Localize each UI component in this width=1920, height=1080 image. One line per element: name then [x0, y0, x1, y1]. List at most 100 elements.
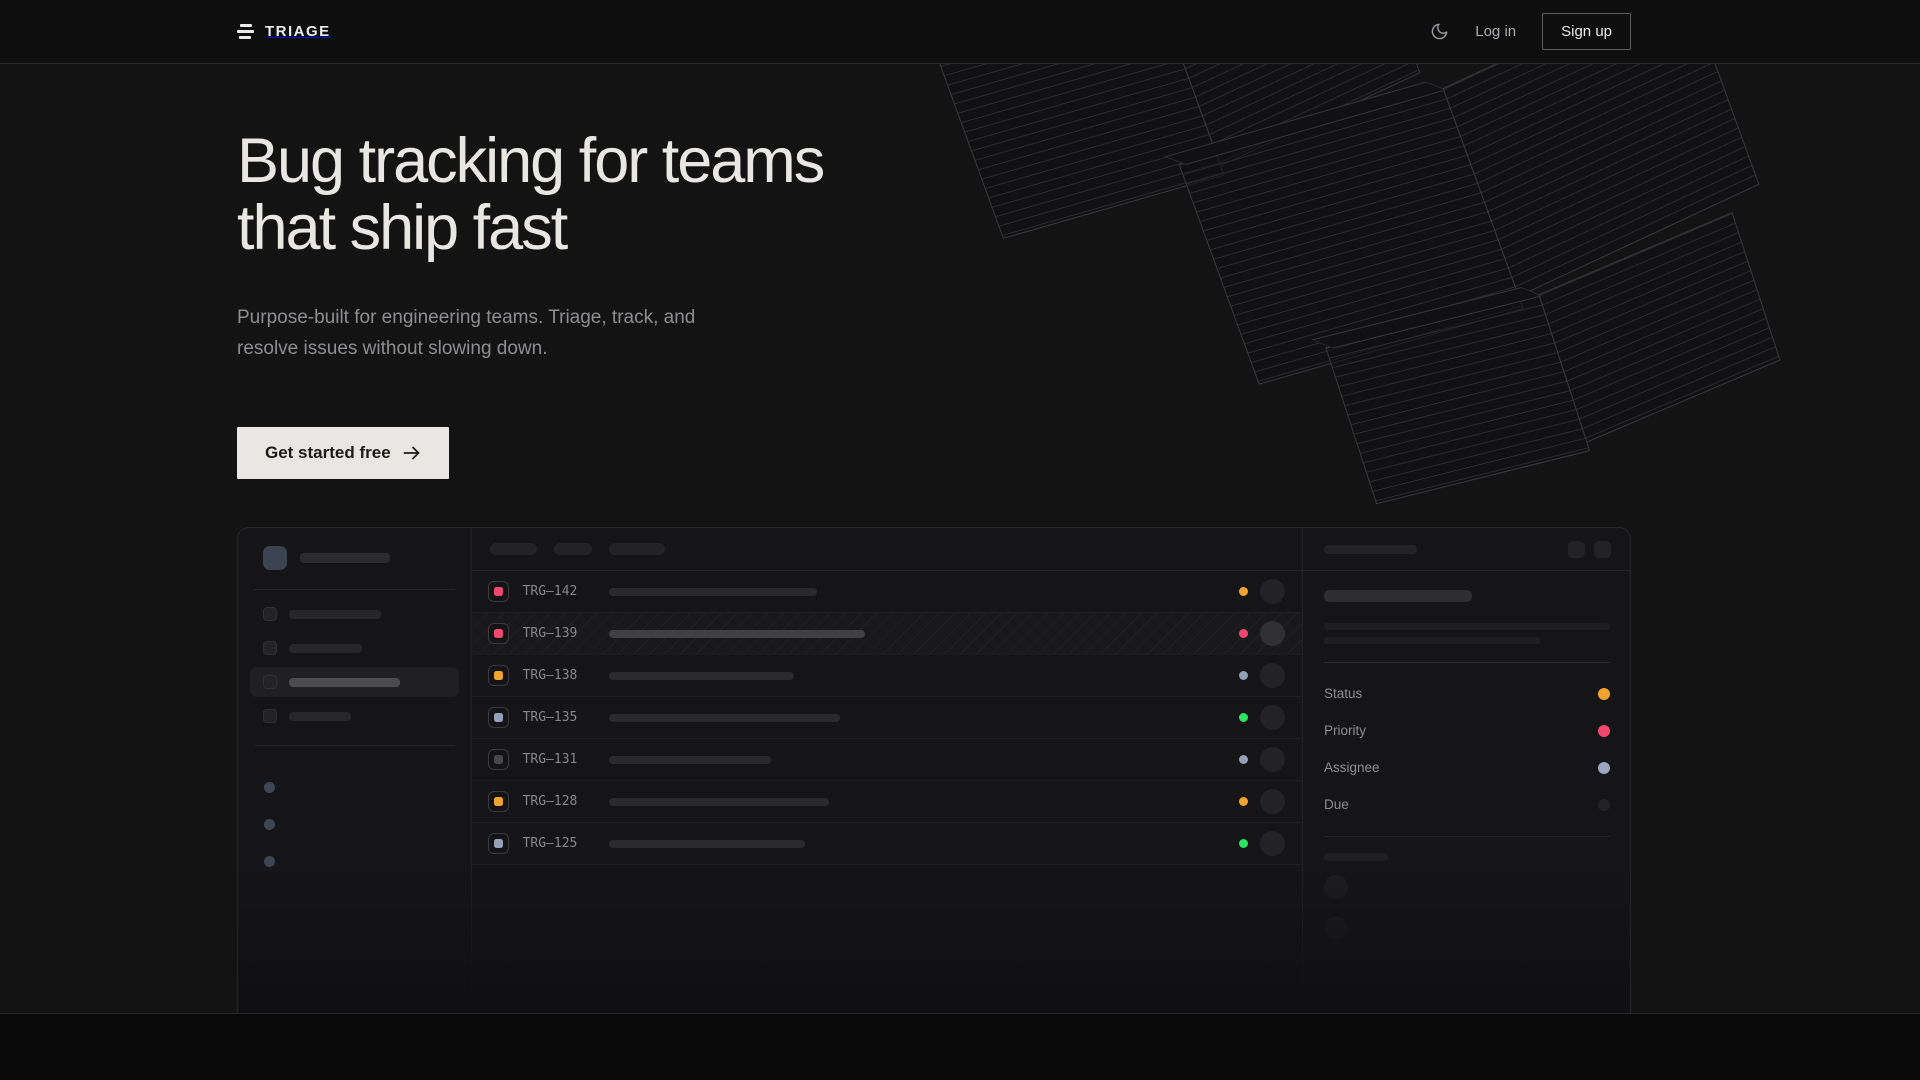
triage-logo-icon — [237, 24, 255, 39]
property-label: Due — [1324, 797, 1349, 812]
status-dot — [1239, 671, 1248, 680]
detail-avatar-list — [1324, 875, 1610, 940]
property-label: Assignee — [1324, 760, 1380, 775]
status-dot — [1239, 713, 1248, 722]
issue-id: TRG–128 — [522, 794, 578, 809]
property-label: Status — [1324, 686, 1363, 701]
sidebar-item-label-placeholder — [289, 609, 381, 619]
issue-list-header — [471, 528, 1302, 571]
issue-title-placeholder — [608, 755, 771, 764]
detail-properties: Status Priority Assignee Due — [1324, 675, 1610, 823]
sidebar-item-icon — [263, 641, 277, 655]
issue-row: TRG–138 — [471, 655, 1302, 697]
workspace-avatar — [263, 546, 287, 570]
top-navbar: TRIAGE Log in Sign up — [0, 0, 1920, 64]
sidebar-item-label-placeholder — [289, 711, 351, 721]
status-dot — [1239, 839, 1248, 848]
property-row: Assignee — [1324, 749, 1610, 786]
property-value-dot — [1598, 798, 1610, 811]
avatar-placeholder — [1324, 916, 1348, 940]
issue-id: TRG–125 — [522, 836, 578, 851]
issue-id: TRG–138 — [522, 668, 578, 683]
assignee-avatar — [1260, 579, 1285, 604]
issue-id: TRG–139 — [522, 626, 578, 641]
mockup-sidebar — [238, 528, 472, 1013]
filter-pill-placeholder — [553, 543, 592, 555]
property-value-dot — [1598, 761, 1610, 774]
assignee-avatar — [1260, 789, 1285, 814]
issue-id: TRG–135 — [522, 710, 578, 725]
issue-title-placeholder — [608, 629, 865, 638]
sidebar-dot — [264, 782, 275, 793]
property-value-dot — [1598, 687, 1610, 700]
issue-row: TRG–142 — [471, 571, 1302, 613]
moon-icon — [1431, 23, 1448, 40]
issue-detail-panel: Status Priority Assignee Due — [1303, 528, 1630, 1013]
assignee-avatar — [1260, 705, 1285, 730]
sidebar-dot — [264, 819, 275, 830]
issue-id: TRG–131 — [522, 752, 578, 767]
workspace-name-placeholder — [300, 553, 390, 563]
sidebar-item-label-placeholder — [289, 643, 362, 653]
issue-id: TRG–142 — [522, 584, 578, 599]
hero-heading: Bug tracking for teams that ship fast — [237, 64, 1920, 263]
status-dot — [1239, 797, 1248, 806]
filter-pill-placeholder — [608, 543, 665, 555]
sidebar-item-icon — [263, 709, 277, 723]
arrow-right-icon — [403, 446, 420, 460]
sidebar-item-active — [250, 667, 459, 697]
sidebar-item-icon — [263, 675, 277, 689]
app-preview-mockup: TRG–142 TRG–139 TRG–138 TRG–135 — [237, 527, 1631, 1013]
next-section-strip — [0, 1014, 1920, 1079]
sidebar-item-icon — [263, 607, 277, 621]
sidebar-nav-items — [238, 599, 471, 731]
sign-up-button[interactable]: Sign up — [1542, 13, 1631, 50]
detail-header — [1303, 528, 1630, 571]
assignee-avatar — [1260, 831, 1285, 856]
issue-type-icon — [487, 791, 509, 812]
property-row: Status — [1324, 675, 1610, 712]
issue-type-icon — [487, 749, 509, 770]
hero-section: Bug tracking for teams that ship fast Pu… — [0, 64, 1920, 1014]
issue-type-icon — [487, 833, 509, 854]
divider — [254, 589, 455, 590]
issue-type-icon — [487, 707, 509, 728]
sidebar-item — [250, 599, 459, 629]
sidebar-item — [250, 701, 459, 731]
hero-heading-line1: Bug tracking for teams — [237, 126, 825, 196]
detail-action-button — [1568, 540, 1585, 558]
issue-row: TRG–125 — [471, 823, 1302, 865]
hero-heading-line2: that ship fast — [237, 193, 568, 264]
nav-actions: Log in Sign up — [1430, 13, 1631, 50]
detail-body: Status Priority Assignee Due — [1303, 571, 1630, 940]
filter-pill-placeholder — [489, 543, 537, 555]
detail-header-actions — [1568, 540, 1611, 558]
detail-header-placeholder — [1324, 544, 1417, 554]
divider — [254, 745, 455, 746]
get-started-button[interactable]: Get started free — [237, 426, 449, 479]
sidebar-dot — [264, 856, 275, 867]
property-label: Priority — [1324, 723, 1367, 738]
detail-text-placeholder — [1324, 623, 1610, 630]
property-row: Due — [1324, 786, 1610, 823]
issue-row: TRG–135 — [471, 697, 1302, 739]
sidebar-dot-list — [264, 782, 471, 867]
divider — [1324, 662, 1610, 663]
hero-copy: Bug tracking for teams that ship fast Pu… — [0, 64, 1920, 479]
property-row: Priority — [1324, 712, 1610, 749]
detail-action-button — [1594, 540, 1611, 558]
property-value-dot — [1598, 724, 1610, 737]
hero-subtitle: Purpose-built for engineering teams. Tri… — [237, 306, 696, 359]
assignee-avatar — [1260, 621, 1285, 646]
issue-title-placeholder — [608, 797, 829, 806]
brand-logo[interactable]: TRIAGE — [237, 23, 331, 40]
get-started-label: Get started free — [265, 442, 391, 462]
theme-toggle-button[interactable] — [1430, 22, 1449, 41]
divider — [1324, 836, 1610, 837]
log-in-link[interactable]: Log in — [1475, 23, 1517, 40]
issue-row: TRG–131 — [471, 739, 1302, 781]
sidebar-item-label-placeholder — [289, 677, 400, 687]
issue-title-placeholder — [608, 839, 805, 848]
avatar-placeholder — [1324, 875, 1348, 899]
assignee-avatar — [1260, 747, 1285, 772]
